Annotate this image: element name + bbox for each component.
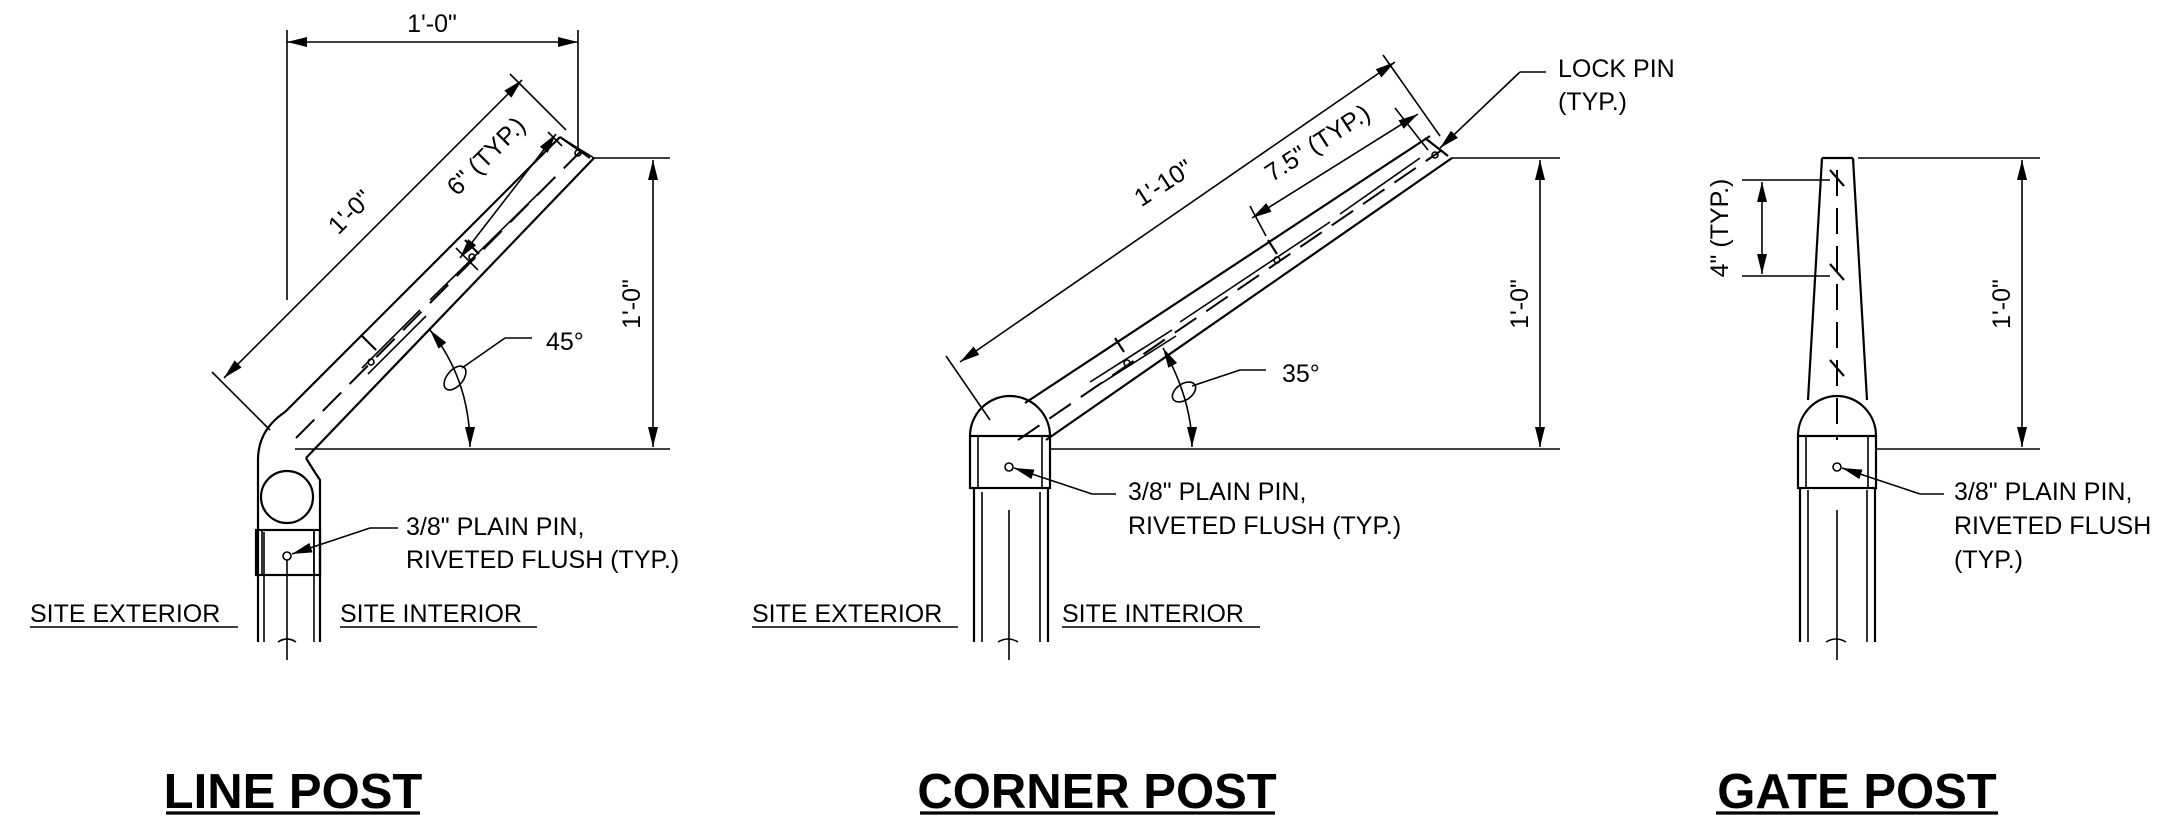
line-post-arm (284, 136, 595, 459)
gate-post-pin-note-1: 3/8" PLAIN PIN, (1954, 478, 2132, 506)
corner-post-height-label: 1'-0" (1506, 279, 1534, 329)
line-post-fitting (254, 411, 322, 577)
gate-post-pin-note-3: (TYP.) (1954, 546, 2023, 574)
line-post-arm-dimension (211, 73, 567, 431)
line-post-height-label: 1'-0" (618, 279, 646, 329)
gate-post-height-label: 1'-0" (1988, 279, 2016, 329)
line-post-pin-note-2: RIVETED FLUSH (TYP.) (406, 546, 679, 574)
corner-post-site-interior: SITE INTERIOR (1062, 600, 1244, 628)
line-post-spacing-dimension (455, 131, 563, 271)
line-post-width-label: 1'-0" (407, 10, 457, 38)
gate-post-pin-note-2: RIVETED FLUSH (1954, 512, 2151, 540)
corner-post-arm (1017, 135, 1453, 441)
corner-post-site-exterior: SITE EXTERIOR (752, 600, 942, 628)
line-post-pin-icon (282, 551, 292, 561)
corner-post-arm-dimension (945, 54, 1441, 421)
corner-post-detail (752, 54, 1560, 815)
corner-post-lock-pin-label-1: LOCK PIN (1558, 55, 1675, 83)
corner-post-pin-note-1: 3/8" PLAIN PIN, (1128, 478, 1306, 506)
line-post-angle-label: 45° (546, 328, 584, 356)
line-post-height-dimension (295, 157, 670, 450)
gate-post-tube (1798, 488, 1877, 660)
gate-post-pin-icon (1832, 462, 1842, 472)
corner-post-fitting (968, 394, 1052, 490)
corner-post-pin-note-2: RIVETED FLUSH (TYP.) (1128, 512, 1401, 540)
corner-post-pin-leader (1013, 467, 1116, 495)
corner-post-spacing-dimension (1249, 107, 1429, 237)
corner-post-angle (1162, 347, 1266, 448)
line-post-title: LINE POST (164, 765, 423, 819)
corner-post-title: CORNER POST (917, 765, 1276, 819)
line-post-tube (256, 530, 322, 660)
gate-post-pin-leader (1841, 467, 1944, 495)
gate-post-spacing-label: 4" (TYP.) (1706, 179, 1734, 278)
corner-post-tube (972, 488, 1050, 660)
line-post-pin-note-1: 3/8" PLAIN PIN, (406, 513, 584, 541)
corner-post-arm-length-label: 1'-10" (1129, 154, 1198, 212)
line-post-spacing-label: 6" (TYP.) (442, 112, 532, 202)
line-post-width-dimension (286, 30, 579, 300)
line-post-site-exterior: SITE EXTERIOR (30, 600, 220, 628)
corner-post-height-dimension (1050, 157, 1560, 450)
gate-post-spacing-dimension (1742, 179, 1830, 277)
line-post-detail (30, 30, 670, 815)
corner-post-pin-icon (1004, 462, 1014, 472)
line-post-angle (429, 329, 532, 448)
gate-post-detail (1716, 156, 2040, 815)
line-post-pin-leader (291, 527, 398, 555)
gate-post-title: GATE POST (1717, 765, 1997, 819)
gate-post-upright (1806, 156, 1869, 440)
corner-post-lock-pin-label-2: (TYP.) (1558, 88, 1627, 116)
line-post-site-interior: SITE INTERIOR (340, 600, 522, 628)
gate-post-height-dimension (1858, 157, 2040, 450)
corner-post-angle-label: 35° (1282, 360, 1320, 388)
corner-post-lock-pin-leader (1439, 71, 1546, 149)
